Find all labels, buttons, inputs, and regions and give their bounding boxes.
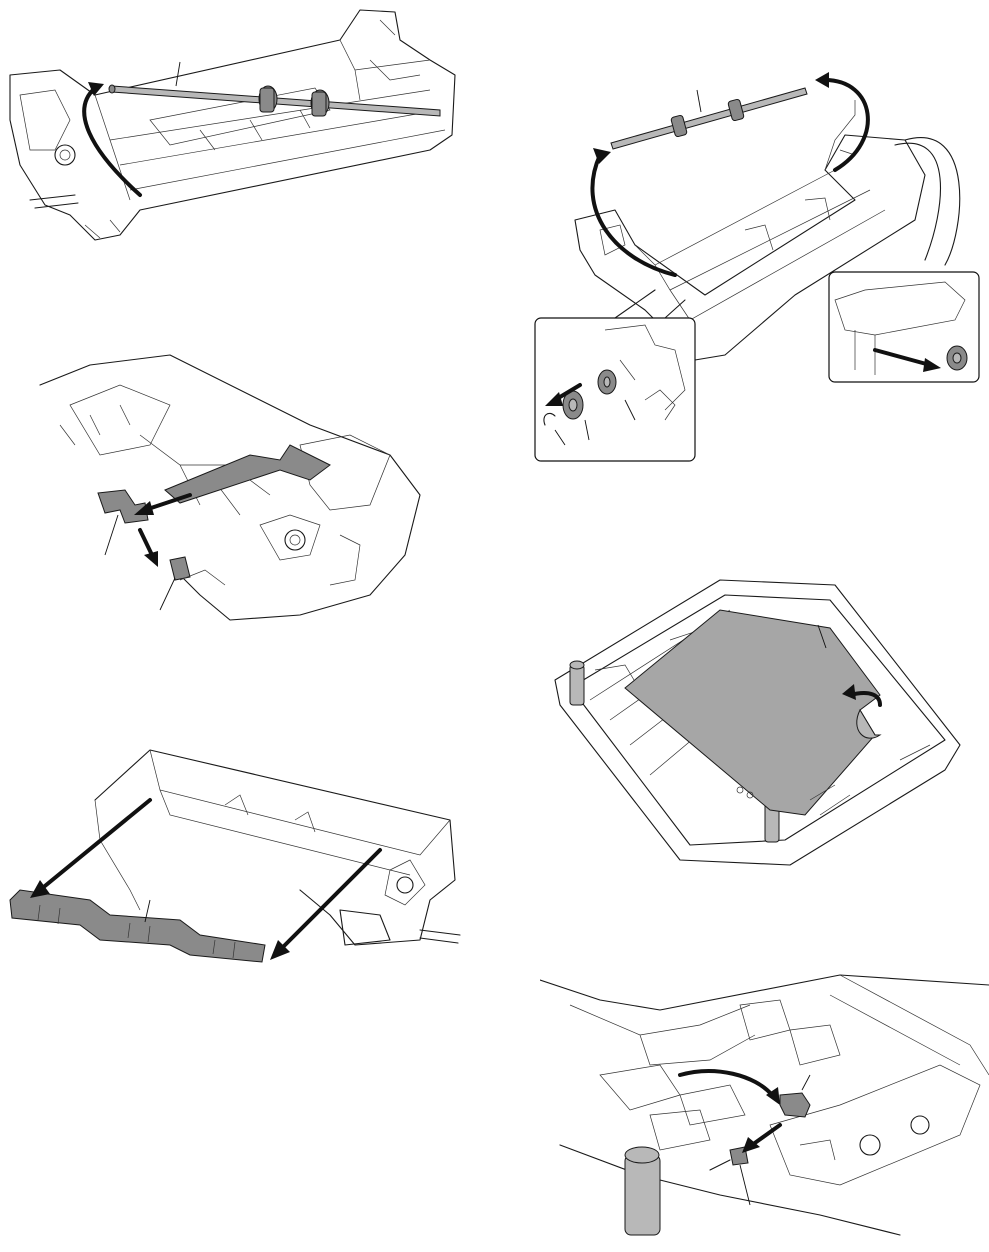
tray-sheet-illustration bbox=[550, 570, 970, 870]
roller-shaft-illustration bbox=[0, 0, 460, 250]
figure-paper-feed-roller-removal bbox=[525, 60, 989, 470]
paper-guide-illustration bbox=[0, 740, 470, 990]
figure-paper-guide-removal bbox=[0, 740, 470, 990]
figure-tray-sheet-removal bbox=[550, 570, 970, 870]
sensor-connector-illustration bbox=[30, 345, 450, 625]
feed-roller-illustration bbox=[525, 60, 989, 470]
tray-sensor-illustration bbox=[540, 965, 989, 1252]
figure-tray-sensor-connector-removal bbox=[540, 965, 989, 1252]
figure-roller-shaft-removal bbox=[0, 0, 460, 250]
figure-sensor-connector-removal bbox=[30, 345, 450, 625]
